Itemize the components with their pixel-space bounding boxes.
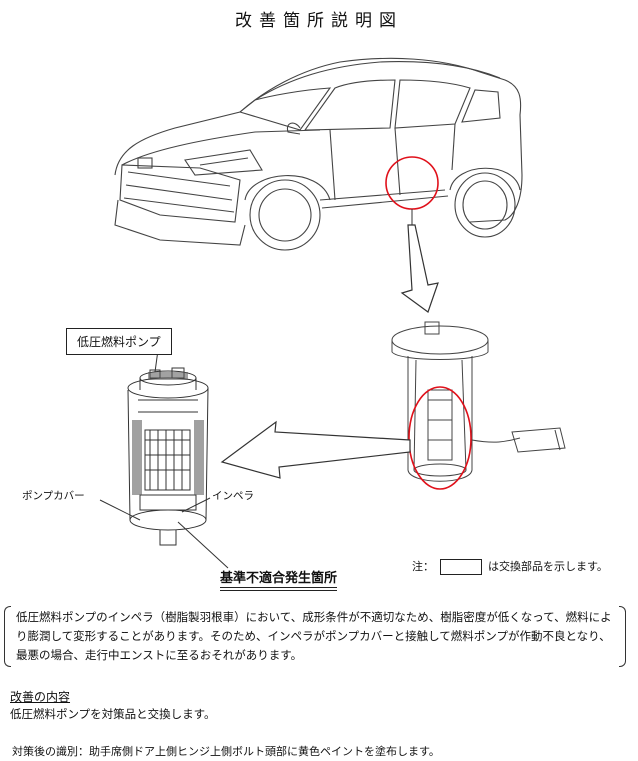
label-pump-cover: ポンプカバー bbox=[22, 490, 85, 502]
page-title: 改善箇所説明図 bbox=[235, 11, 403, 31]
pump-module-illustration bbox=[391, 321, 566, 482]
improvement-heading: 改善の内容 bbox=[10, 690, 71, 704]
leader-impeller bbox=[181, 497, 211, 513]
label-defect-location: 基準不適合発生箇所 bbox=[220, 567, 338, 591]
identification-text: 対策後の識別：助手席側ドア上側ヒンジ上側ボルト頭部に黄色ペイントを塗布します。 bbox=[12, 745, 440, 758]
note-legend-box bbox=[440, 559, 482, 575]
note: 注： は交換部品を示します。 bbox=[412, 558, 608, 575]
pump-shading bbox=[132, 372, 204, 495]
arrow-left bbox=[220, 420, 411, 479]
label-impeller: インペラ bbox=[212, 490, 254, 502]
label-low-pressure-pump: 低圧燃料ポンプ bbox=[66, 328, 172, 355]
note-suffix: は交換部品を示します。 bbox=[488, 560, 608, 573]
description-text: 低圧燃料ポンプのインペラ（樹脂製羽根車）において、成形条件が不適切なため、樹脂密… bbox=[16, 610, 612, 662]
car-illustration bbox=[114, 57, 523, 251]
arrow-down bbox=[400, 224, 439, 313]
leader-pump-cover bbox=[99, 499, 141, 521]
note-prefix: 注： bbox=[412, 560, 434, 573]
car-highlight-circle bbox=[385, 156, 439, 210]
leader-defect bbox=[177, 521, 229, 569]
pump-highlight-circle bbox=[408, 386, 472, 490]
improvement-body: 低圧燃料ポンプを対策品と交換します。 bbox=[10, 707, 216, 721]
description-box: 低圧燃料ポンプのインペラ（樹脂製羽根車）において、成形条件が不適切なため、樹脂密… bbox=[4, 606, 626, 667]
